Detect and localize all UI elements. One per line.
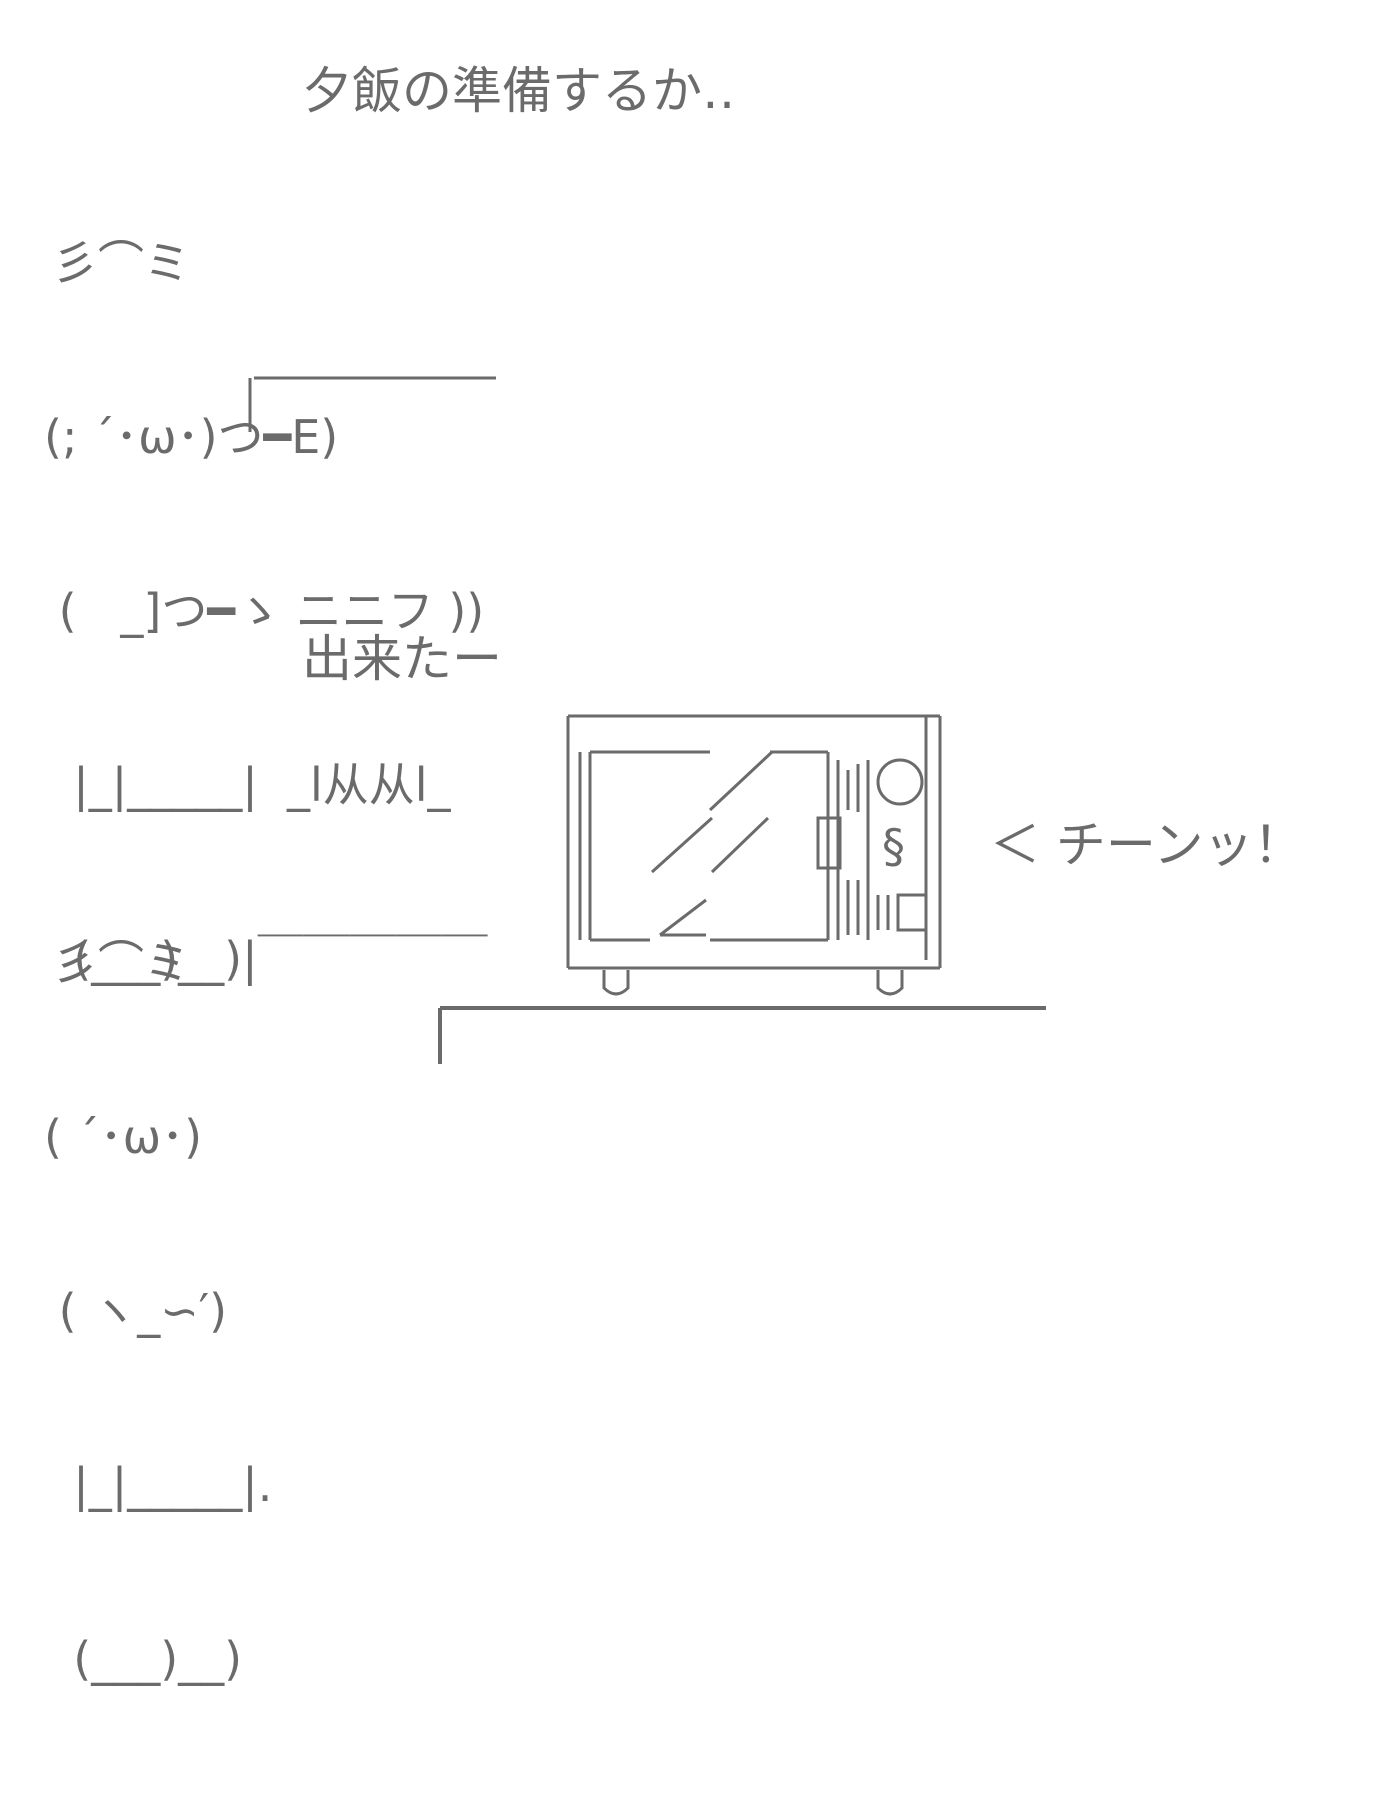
- scene2-caption: 出来たー: [302, 630, 502, 688]
- microwave-button-icon: [896, 893, 928, 932]
- scene1-character-art: 彡⌒ミ (; ´･ω･)つ━E) ( _]つ━ゝ ニニフ )) |_|_____…: [44, 118, 488, 1104]
- microwave-symbol-glyph: §: [882, 819, 905, 873]
- scene2-art-line: ( ヽ_∽′): [44, 1284, 228, 1338]
- scene1-art-line: 彡⌒ミ: [52, 236, 190, 290]
- counter-table: [438, 1006, 1046, 1064]
- aa-canvas: 夕飯の準備するか‥ 彡⌒ミ (; ´･ω･)つ━E) ( _]つ━ゝ ニニフ )…: [44, 62, 1304, 1686]
- microwave-control-panel: [816, 716, 928, 960]
- microwave-glass-reflection: [650, 750, 774, 937]
- scene2-art-line: 彡⌒ミ: [52, 936, 190, 990]
- microwave-door: [578, 750, 840, 942]
- microwave-feet: [602, 970, 904, 996]
- microwave-ding-speech: ＜ チーンッ！: [990, 816, 1304, 874]
- microwave-dial-icon: [876, 758, 924, 806]
- scene1-art-line: ( _]つ━ゝ ニニフ )): [44, 584, 485, 638]
- scene1-art-line: |_|_____| _l从从l_: [44, 758, 451, 812]
- scene1-art-line: (; ´･ω･)つ━E): [44, 410, 339, 464]
- scene1-counter: [248, 376, 496, 432]
- microwave-drawing: §: [248, 376, 1046, 1064]
- scene1-art-line: (___)__)|￣￣￣￣￣: [44, 932, 488, 986]
- scene1-caption: 夕飯の準備するか‥: [302, 62, 736, 120]
- scene2-art-line: (___)__): [44, 1632, 243, 1686]
- microwave-door-handle: [816, 816, 842, 870]
- scene2-art-line: |_|_____|.: [44, 1458, 273, 1512]
- microwave-body: [566, 714, 942, 970]
- scene2-art-line: ( ´･ω･): [44, 1110, 203, 1164]
